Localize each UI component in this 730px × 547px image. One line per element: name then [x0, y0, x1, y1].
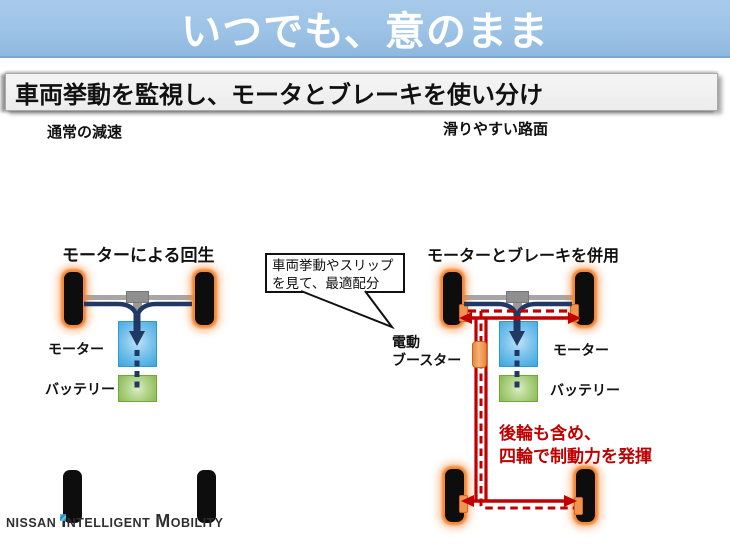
right-motor-label: モーター — [553, 342, 609, 358]
logo-intelligent-i: I — [60, 511, 67, 531]
left-motor-box — [118, 321, 157, 367]
right-rear-left-brake-connector — [459, 495, 468, 513]
brake-note-line1: 後輪も含め、 — [499, 424, 601, 443]
headline-bar: 車両挙動を監視し、モータとブレーキを使い分け — [5, 73, 718, 111]
left-gearbox — [126, 291, 149, 303]
right-front-left-wheel — [443, 272, 462, 325]
left-gearbox-stem — [133, 303, 142, 310]
nissan-intelligent-mobility-logo: NISSAN I NTELLIGENT M OBILITY — [6, 511, 224, 533]
callout-box: 車両挙動やスリップ を見て、最適配分 — [265, 253, 405, 293]
logo-nissan: NISSAN — [6, 516, 57, 530]
right-battery-box — [499, 375, 538, 402]
left-rear-left-wheel — [63, 470, 82, 523]
callout-tail — [300, 290, 395, 330]
left-battery-label: バッテリー — [45, 381, 115, 397]
right-front-left-brake-connector — [459, 304, 468, 322]
right-motor-box — [499, 321, 538, 367]
scenario-label-normal-deceleration: 通常の減速 — [47, 124, 123, 141]
logo-i-blue-cap-icon — [60, 514, 67, 521]
headline-text: 車両挙動を監視し、モータとブレーキを使い分け — [15, 81, 543, 109]
booster-label-line2: ブースター — [392, 352, 462, 368]
callout-line1: 車両挙動やスリップ — [272, 258, 394, 273]
right-front-right-brake-connector — [570, 304, 579, 322]
booster-label-line1: 電動 — [392, 334, 420, 350]
callout-line2: を見て、最適配分 — [272, 275, 380, 291]
right-gearbox — [506, 291, 529, 303]
brake-note-line2: 四輪で制動力を発揮 — [499, 447, 652, 466]
right-battery-label: バッテリー — [550, 382, 620, 398]
logo-mobility-m: M — [155, 511, 171, 531]
electric-booster-box — [472, 341, 487, 368]
logo-mobility-rest: OBILITY — [170, 516, 224, 530]
left-motor-label: モーター — [48, 341, 104, 357]
right-front-right-wheel — [575, 272, 594, 325]
slide-title: いつでも、意のまま — [181, 10, 549, 54]
right-gearbox-stem — [513, 303, 522, 310]
left-front-right-wheel — [195, 272, 214, 325]
scenario-label-slippery-road: 滑りやすい路面 — [443, 121, 549, 138]
left-front-left-wheel — [64, 272, 83, 325]
right-diagram-title: モーターとブレーキを併用 — [427, 248, 620, 265]
right-rear-right-brake-connector — [574, 497, 583, 515]
left-rear-right-wheel — [197, 470, 216, 523]
left-battery-box — [118, 375, 157, 402]
left-diagram-title: モーターによる回生 — [62, 246, 215, 265]
banner: いつでも、意のまま — [0, 0, 730, 58]
logo-intelligent-rest: NTELLIGENT — [66, 516, 151, 530]
